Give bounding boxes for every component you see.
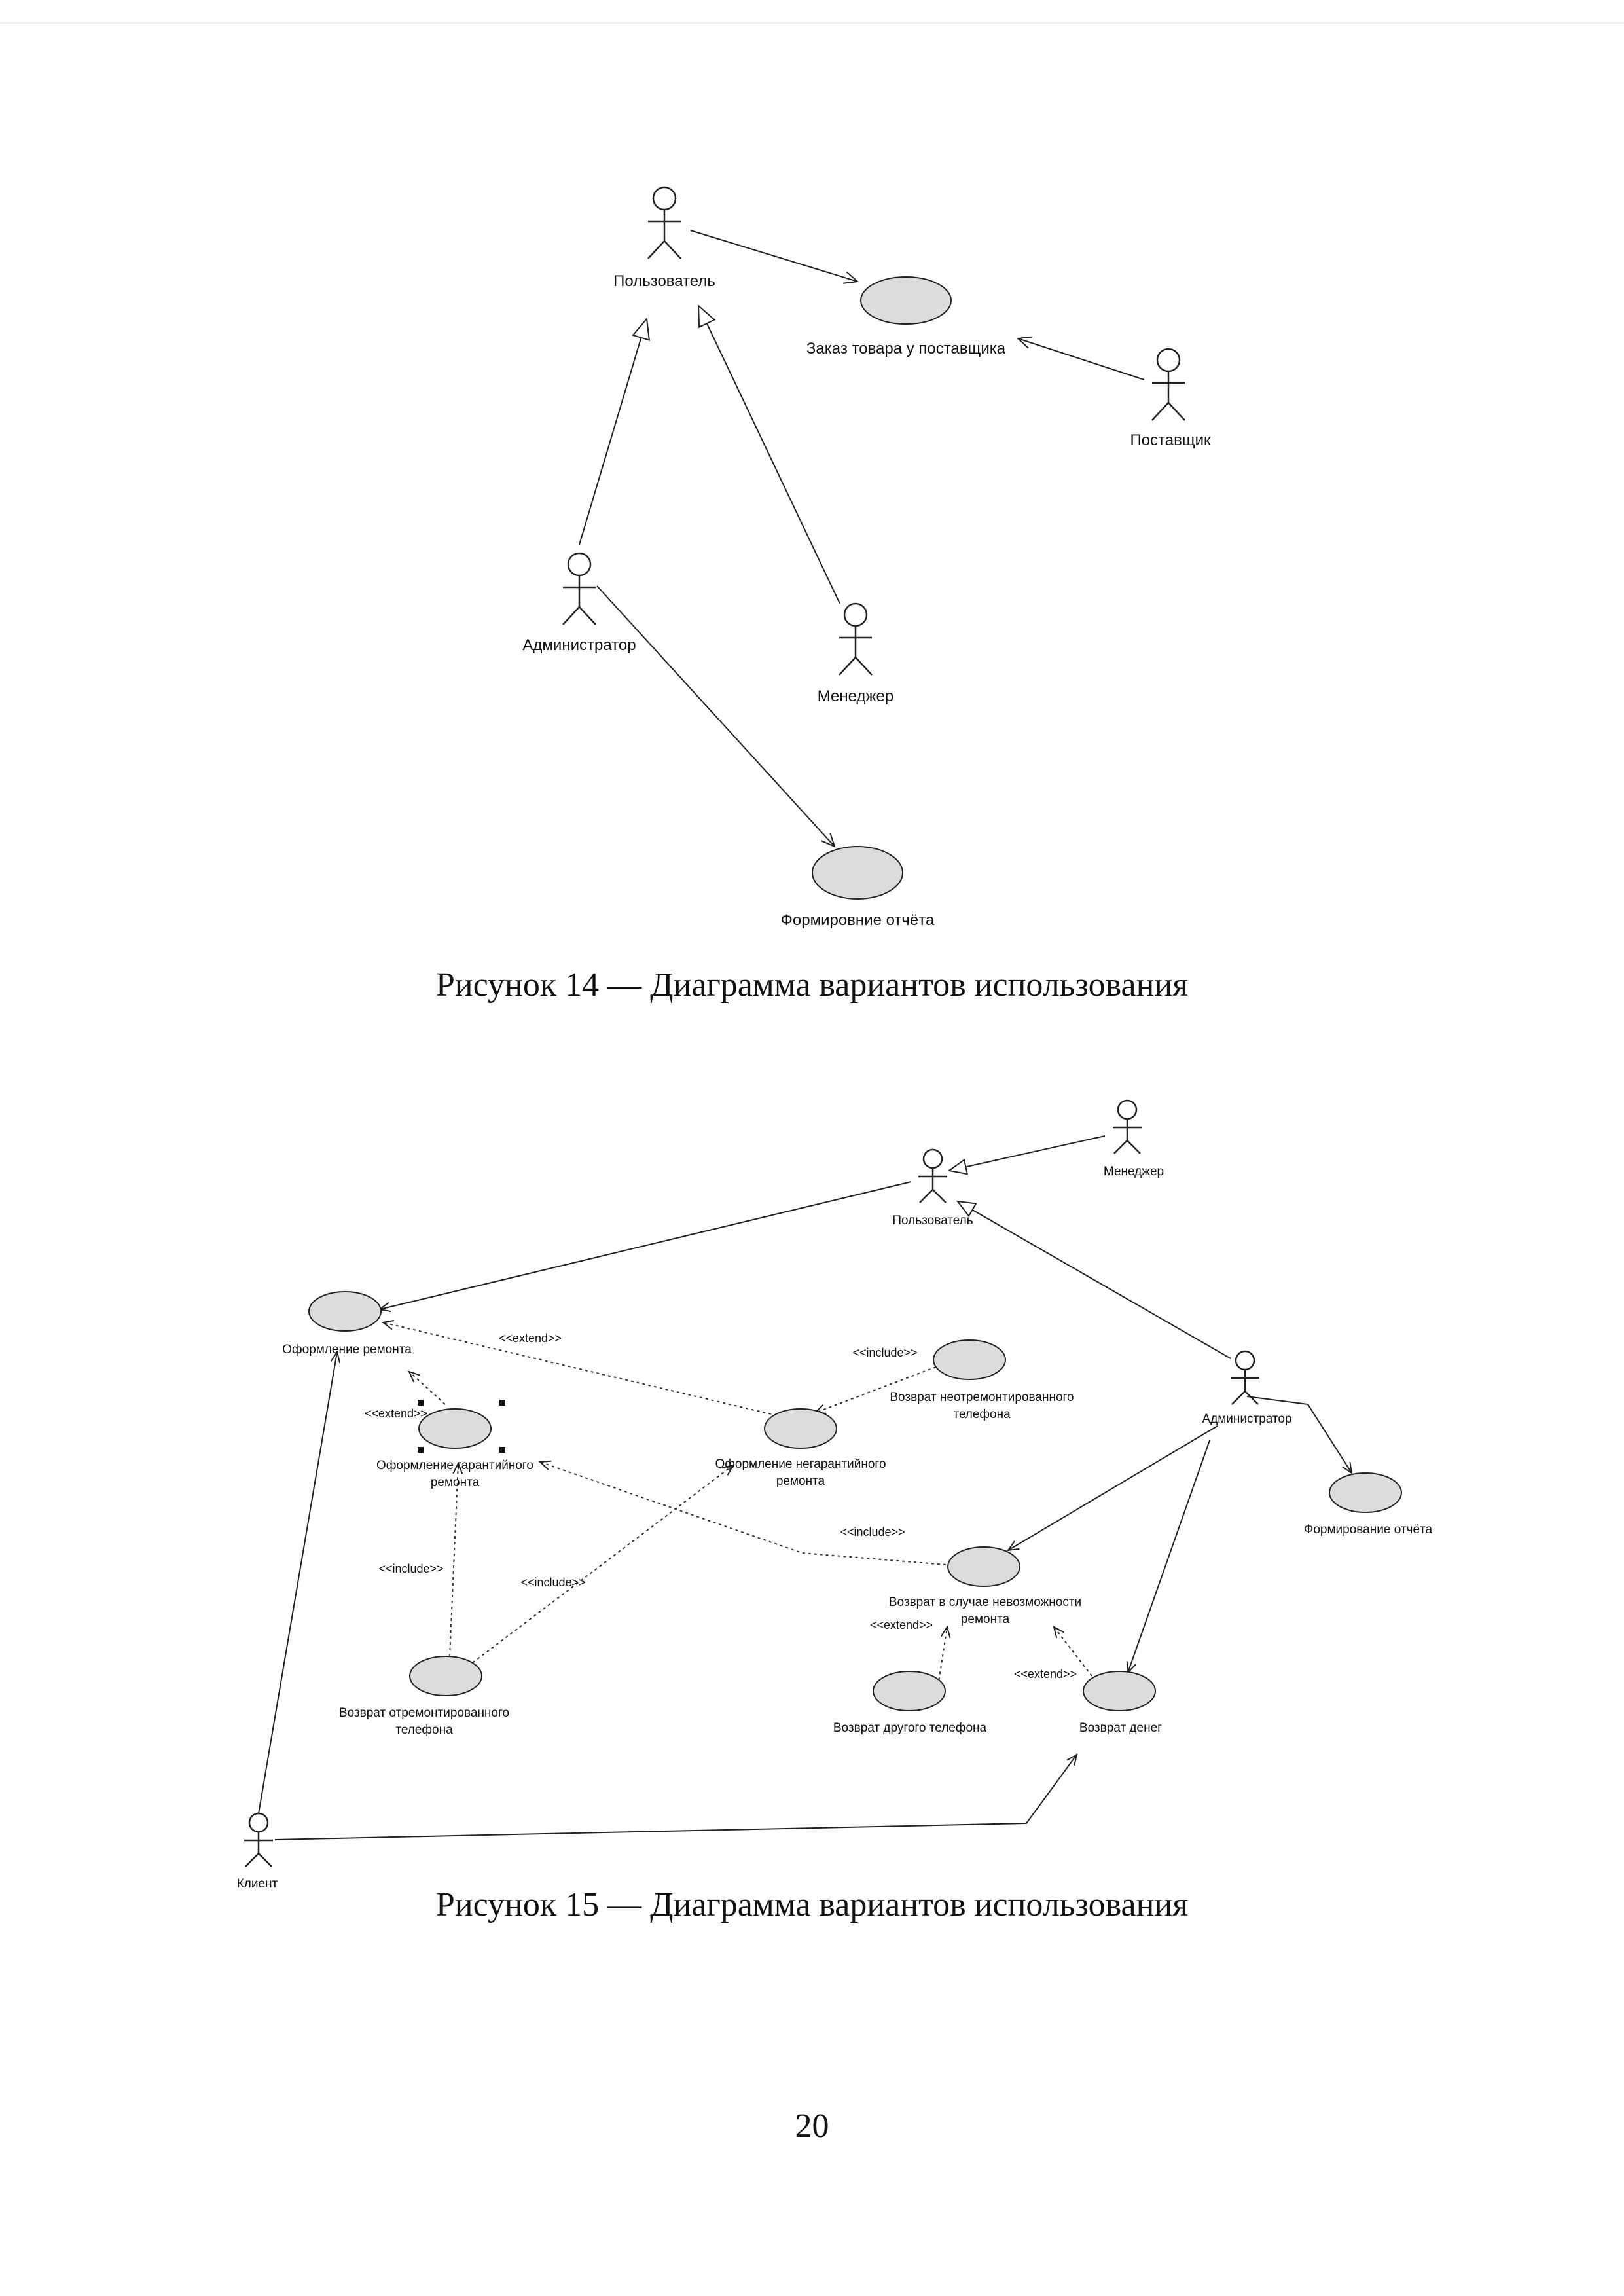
use-case-order: Заказ товара у поставщика: [806, 276, 1006, 357]
use-case-return-repaired: Возврат отремонтированного телефона: [339, 1656, 509, 1737]
selection-handle: [499, 1447, 505, 1453]
use-case-diagram-15: <<extend>> <<extend>> <<include>> <<incl…: [237, 1099, 1433, 1891]
actor-user-label: Пользователь: [892, 1214, 973, 1228]
use-case-return-repaired-label: телефона: [395, 1723, 453, 1737]
extend-warranty-repair: [409, 1372, 446, 1405]
generalization-admin-user: [579, 319, 647, 545]
use-case-return-impossible-label: ремонта: [961, 1613, 1010, 1626]
actor-user: [918, 1148, 947, 1203]
actor-manager-label: Менеджер: [818, 687, 893, 705]
assoc-user-repair: [380, 1181, 912, 1309]
actor-admin: [562, 552, 596, 625]
actor-admin: [1231, 1350, 1259, 1405]
use-case-report-label: Формировние отчёта: [781, 911, 935, 929]
assoc-supplier-order: [1018, 338, 1145, 380]
use-case-order-label: Заказ товара у поставщика: [806, 340, 1006, 357]
page-number: 20: [795, 2107, 829, 2145]
include-nonwarranty-return-unrepaired: [815, 1366, 937, 1413]
actor-client: [244, 1812, 273, 1867]
extend-return-other-return-impossible: [937, 1627, 947, 1686]
use-case-repair-label: Оформление ремонта: [282, 1343, 412, 1357]
actor-user-label: Пользователь: [613, 272, 715, 290]
stereotype-extend-label: <<extend>>: [365, 1407, 427, 1420]
actor-user: [647, 186, 681, 259]
use-case-diagram-14: Заказ товара у поставщика Формировние от…: [522, 186, 1211, 929]
assoc-admin-refund: [1128, 1440, 1210, 1673]
use-case-report: Формировние отчёта: [781, 846, 935, 929]
extend-refund-return-impossible: [1054, 1627, 1092, 1677]
include-return-repaired-nonwarranty: [467, 1465, 733, 1667]
use-case-return-impossible-label: Возврат в случае невозможности: [889, 1595, 1081, 1609]
extend-nonwarranty-repair: [383, 1322, 772, 1415]
actor-manager-label: Менеджер: [1104, 1165, 1164, 1178]
actor-admin-label: Администратор: [1202, 1412, 1291, 1426]
use-case-return-unrepaired-label: Возврат неотремонтированного: [890, 1391, 1074, 1404]
stereotype-extend-label: <<extend>>: [1014, 1667, 1077, 1681]
use-case-nonwarranty-repair-label: Оформление негарантийного: [715, 1457, 886, 1471]
figure-15-caption: Рисунок 15 — Диаграмма вариантов использ…: [435, 1886, 1189, 1923]
assoc-admin-report: [596, 585, 835, 847]
actor-supplier-label: Поставщик: [1130, 431, 1211, 449]
actor-admin-label: Администратор: [522, 636, 636, 654]
actor-supplier: [1151, 348, 1185, 421]
assoc-admin-return-impossible: [1008, 1425, 1218, 1550]
assoc-admin-report: [1246, 1396, 1352, 1473]
include-return-repaired-warranty: [449, 1463, 458, 1657]
use-case-return-impossible: Возврат в случае невозможности ремонта: [889, 1546, 1081, 1626]
use-case-warranty-repair-label: ремонта: [431, 1476, 480, 1489]
assoc-user-order: [690, 230, 857, 282]
assoc-client-refund: [274, 1755, 1077, 1840]
assoc-client-repair: [258, 1352, 337, 1814]
use-case-warranty-repair-label: Оформление гарантийного: [376, 1459, 533, 1472]
generalization-manager-user: [698, 306, 840, 604]
use-case-report: Формирование отчёта: [1304, 1472, 1433, 1537]
stereotype-include-label: <<include>>: [378, 1562, 443, 1575]
include-return-impossible-warranty: [540, 1462, 947, 1565]
use-case-refund-label: Возврат денег: [1079, 1721, 1162, 1735]
use-case-return-other-label: Возврат другого телефона: [833, 1721, 987, 1735]
selection-handle: [418, 1400, 424, 1406]
actor-manager: [1113, 1099, 1142, 1154]
generalization-manager-user: [949, 1135, 1106, 1171]
use-case-repair: Оформление ремонта: [282, 1291, 412, 1357]
stereotype-include-label: <<include>>: [840, 1525, 905, 1539]
generalization-admin-user: [958, 1201, 1231, 1359]
actor-manager: [839, 602, 873, 676]
use-case-return-unrepaired-label: телефона: [953, 1408, 1011, 1421]
figure-14-caption: Рисунок 14 — Диаграмма вариантов использ…: [435, 966, 1189, 1004]
stereotype-include-label: <<include>>: [520, 1576, 585, 1589]
use-case-return-unrepaired: Возврат неотремонтированного телефона: [890, 1339, 1074, 1421]
stereotype-extend-label: <<extend>>: [499, 1332, 562, 1345]
actor-client-label: Клиент: [237, 1877, 278, 1891]
selection-handle: [499, 1400, 505, 1406]
use-case-return-other: Возврат другого телефона: [833, 1671, 987, 1735]
use-case-warranty-repair: Оформление гарантийного ремонта: [376, 1400, 533, 1489]
use-case-return-repaired-label: Возврат отремонтированного: [339, 1706, 509, 1720]
use-case-report-label: Формирование отчёта: [1304, 1523, 1433, 1537]
use-case-nonwarranty-repair: Оформление негарантийного ремонта: [715, 1408, 886, 1488]
stereotype-extend-label: <<extend>>: [870, 1618, 933, 1631]
use-case-refund: Возврат денег: [1079, 1671, 1162, 1735]
page-top-edge: [0, 22, 1624, 24]
stereotype-include-label: <<include>>: [852, 1346, 917, 1359]
use-case-nonwarranty-repair-label: ремонта: [776, 1474, 825, 1488]
selection-handle: [418, 1447, 424, 1453]
